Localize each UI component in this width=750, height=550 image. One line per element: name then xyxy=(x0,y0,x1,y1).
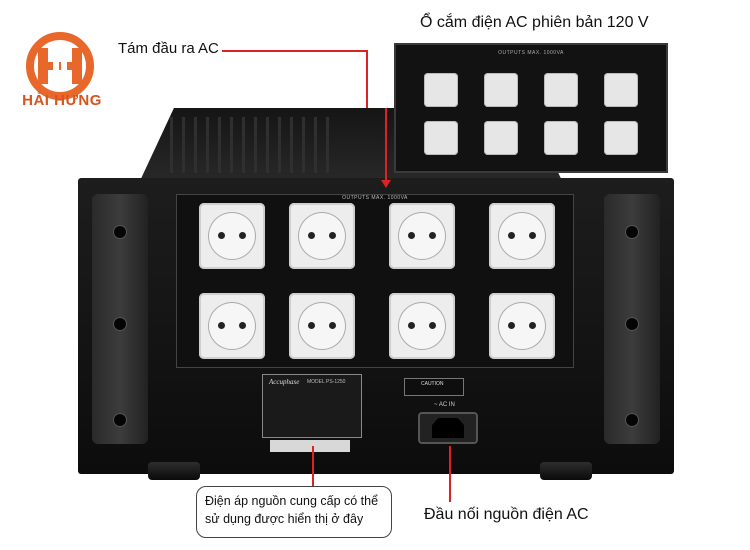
screw-icon xyxy=(626,226,638,238)
outlet-face xyxy=(208,302,256,350)
outlet-face xyxy=(398,302,446,350)
outlet-panel: OUTPUTS MAX. 1000VA xyxy=(176,194,574,368)
us-outlet[interactable] xyxy=(484,73,518,107)
socket-hole xyxy=(239,232,246,239)
logo-brand-text: HẢI HƯNG xyxy=(22,92,102,109)
vent-slots xyxy=(170,117,329,173)
socket-hole xyxy=(529,322,536,329)
us-outlet[interactable] xyxy=(484,121,518,155)
serial-plate xyxy=(270,440,350,452)
eu-outlet[interactable] xyxy=(489,203,555,269)
eu-outlet[interactable] xyxy=(289,203,355,269)
foot xyxy=(148,462,200,480)
socket-hole xyxy=(408,232,415,239)
screw-icon xyxy=(626,414,638,426)
eight-outlets-label: Tám đầu ra AC xyxy=(118,40,219,57)
socket-hole xyxy=(508,322,515,329)
socket-hole xyxy=(239,322,246,329)
screw-icon xyxy=(114,414,126,426)
socket-hole xyxy=(329,322,336,329)
inset-120v-panel: OUTPUTS MAX. 1000VA xyxy=(394,43,668,173)
voltage-line-1: Điện áp nguồn cung cấp có thể xyxy=(205,494,379,508)
outlet-face xyxy=(208,212,256,260)
hai-hung-logo xyxy=(26,32,94,100)
callout-arrow xyxy=(381,180,391,188)
iec-socket xyxy=(432,418,464,438)
socket-hole xyxy=(529,232,536,239)
us-outlet[interactable] xyxy=(544,121,578,155)
brand-plate-text: Accuphase xyxy=(269,378,300,386)
outlet-face xyxy=(498,302,546,350)
ac-inlet-label: Đầu nối nguồn điện AC xyxy=(424,506,589,523)
socket-hole xyxy=(308,232,315,239)
socket-hole xyxy=(429,322,436,329)
eu-outlet[interactable] xyxy=(489,293,555,359)
outlet-face xyxy=(298,212,346,260)
outlet-face xyxy=(398,212,446,260)
callout-line xyxy=(222,50,368,52)
outputs-label: OUTPUTS MAX. 1000VA xyxy=(342,195,408,201)
caution-label: CAUTION xyxy=(404,378,464,396)
eu-outlet[interactable] xyxy=(389,293,455,359)
ac-in-label: ~ AC IN xyxy=(434,402,455,408)
us-outlet[interactable] xyxy=(604,73,638,107)
callout-line xyxy=(312,446,314,488)
callout-line xyxy=(385,108,387,182)
caution-text: CAUTION xyxy=(421,381,444,387)
model-text: MODEL PS-1250 xyxy=(307,379,346,385)
screw-icon xyxy=(114,226,126,238)
socket-hole xyxy=(218,322,225,329)
screw-icon xyxy=(626,318,638,330)
eu-outlet[interactable] xyxy=(289,293,355,359)
socket-hole xyxy=(218,232,225,239)
us-outlet[interactable] xyxy=(544,73,578,107)
socket-hole xyxy=(508,232,515,239)
eu-outlet[interactable] xyxy=(389,203,455,269)
inset-outputs-label: OUTPUTS MAX. 1000VA xyxy=(498,50,564,56)
voltage-line-2: sử dụng được hiển thị ở đây xyxy=(205,512,364,526)
foot xyxy=(540,462,592,480)
inset-120v-label: Ổ cắm điện AC phiên bản 120 V xyxy=(420,14,649,31)
socket-hole xyxy=(329,232,336,239)
socket-hole xyxy=(408,322,415,329)
outlet-face xyxy=(298,302,346,350)
outlet-face xyxy=(498,212,546,260)
voltage-callout: Điện áp nguồn cung cấp có thể sử dụng đư… xyxy=(196,486,392,538)
info-plate: Accuphase MODEL PS-1250 xyxy=(262,374,362,438)
eu-outlet[interactable] xyxy=(199,203,265,269)
eu-outlet[interactable] xyxy=(199,293,265,359)
iec-inlet[interactable] xyxy=(418,412,478,444)
screw-icon xyxy=(114,318,126,330)
socket-hole xyxy=(308,322,315,329)
socket-hole xyxy=(429,232,436,239)
us-outlet[interactable] xyxy=(424,73,458,107)
us-outlet[interactable] xyxy=(604,121,638,155)
us-outlet[interactable] xyxy=(424,121,458,155)
callout-line xyxy=(449,446,451,502)
